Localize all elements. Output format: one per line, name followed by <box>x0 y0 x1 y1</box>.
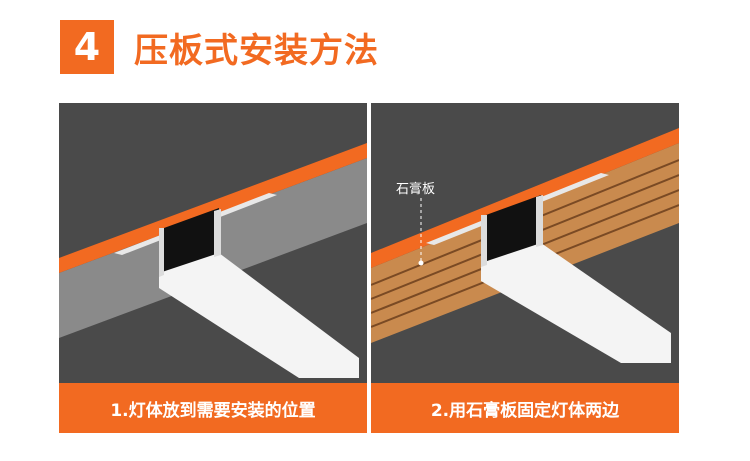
step-1-caption: 1.灯体放到需要安装的位置 <box>59 383 367 433</box>
install-step-2-illustration <box>371 103 679 433</box>
gypsum-board-label: 石膏板 <box>396 182 436 197</box>
install-step-1-panel: 1.灯体放到需要安装的位置 <box>59 103 367 433</box>
section-header: 4 压板式安装方法 <box>60 20 379 74</box>
step-2-caption: 2.用石膏板固定灯体两边 <box>371 383 679 433</box>
step-number-badge: 4 <box>60 20 114 74</box>
section-title: 压板式安装方法 <box>134 30 379 71</box>
install-step-1-illustration <box>59 103 367 433</box>
install-step-2-panel: 石膏板 2.用石膏板固定灯体两边 <box>371 103 679 433</box>
